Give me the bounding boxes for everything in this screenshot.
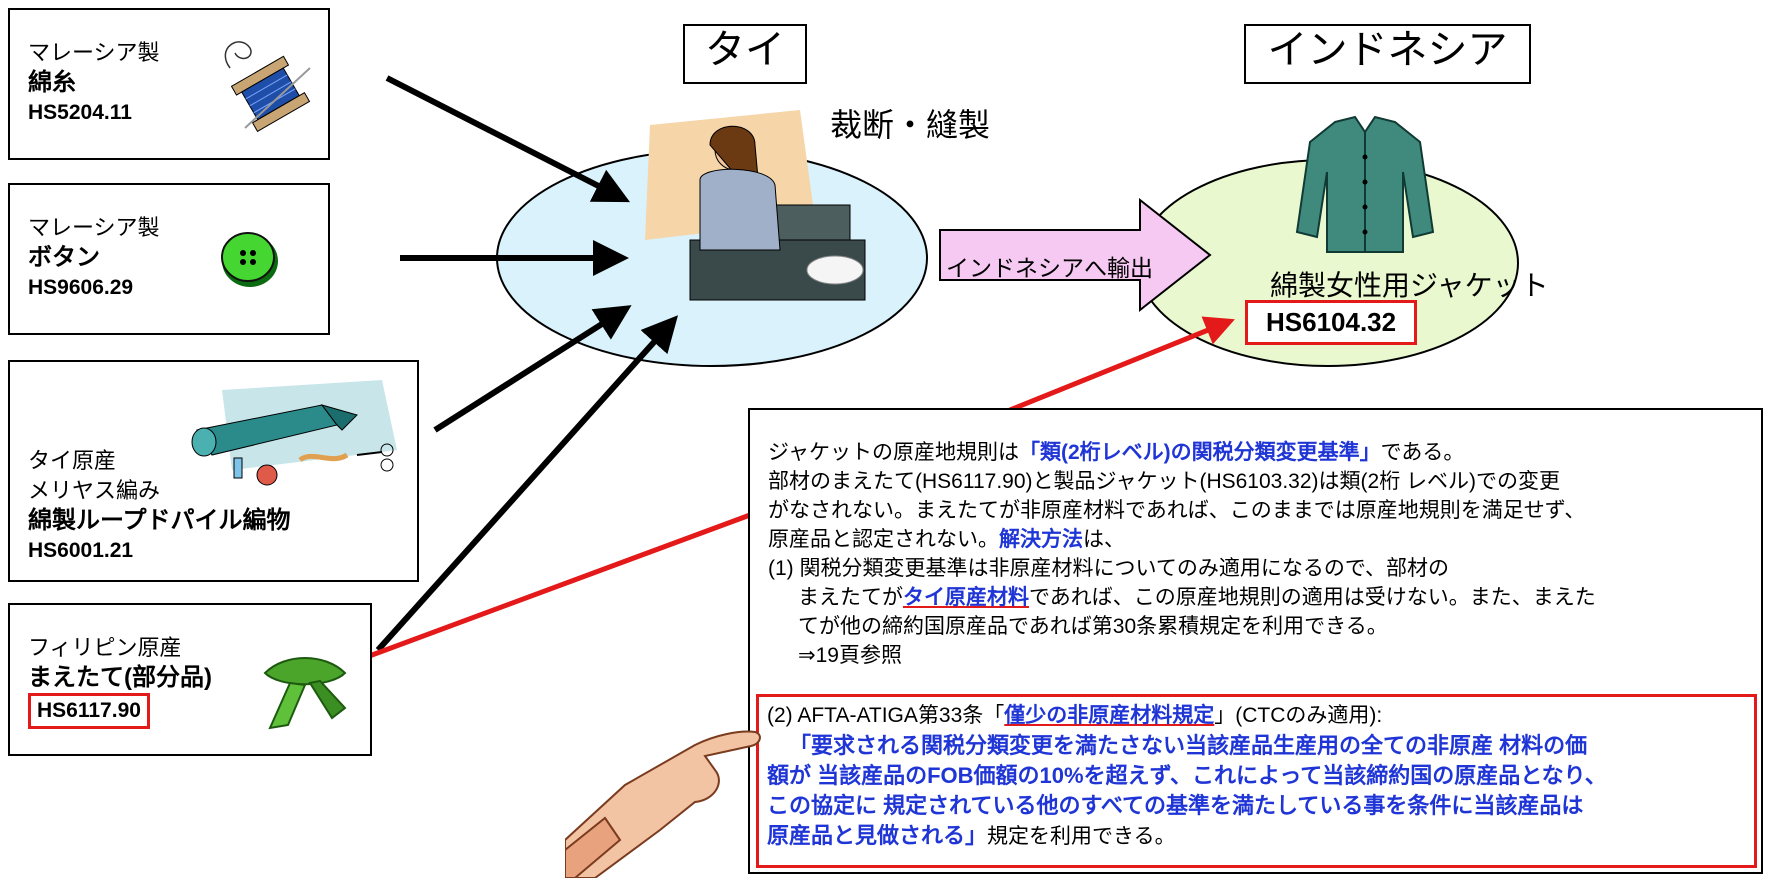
thai-material-highlight: タイ原産材料 [903, 586, 1029, 609]
solution-1-line-1: (1) 関税分類変更基準は非原産材料についてのみ適用になるので、部材の [768, 557, 1450, 580]
pointing-hand-icon [565, 730, 761, 878]
solution-1-line-3: てが他の締約国原産品であれば第30条累積規定を利用できる。 [798, 615, 1388, 638]
export-arrow [939, 197, 1212, 313]
material-name: 綿製ループドパイル編物 [28, 507, 291, 534]
material-name: ボタン [28, 244, 100, 271]
arrow-scarf [375, 315, 679, 653]
material-origin: マレーシア製 [28, 215, 160, 240]
scarf-icon [263, 657, 347, 730]
country-label-thailand: タイ [683, 24, 807, 84]
product-name: 綿製女性用ジャケット [1270, 270, 1549, 301]
material-hs-code: HS5204.11 [28, 101, 132, 124]
country-label-indonesia: インドネシア [1244, 24, 1531, 84]
arrow-fabric [433, 305, 632, 433]
seamstress-icon [645, 110, 866, 301]
rule-highlight: 「類(2桁レベル)の関税分類変更基準」 [1018, 441, 1381, 464]
de-minimis-highlight: 僅少の非原産材料規定 [1004, 704, 1215, 727]
material-hs-code: HS6001.21 [28, 539, 134, 562]
product-hs-code: HS6104.32 [1245, 300, 1418, 345]
process-label: 裁断・縫製 [830, 107, 991, 143]
jacket-icon [1295, 115, 1435, 253]
explanation-box: ジャケットの原産地規則は「類(2桁レベル)の関税分類変更基準」である。 部材のま… [748, 408, 1763, 874]
explanation-line-2: 部材のまえたて(HS6117.90)と製品ジャケット(HS6103.32)は類(… [768, 470, 1561, 493]
explanation-line-1: ジャケットの原産地規則は「類(2桁レベル)の関税分類変更基準」である。 [768, 441, 1465, 464]
material-name: 綿糸 [28, 69, 76, 96]
material-box-button: マレーシア製 ボタン HS9606.29 [8, 183, 330, 335]
solution-highlight: 解決方法 [999, 528, 1083, 551]
page-reference: ⇒19頁参照 [798, 644, 902, 667]
explanation-line-3: がなされない。まえたてが非原産材料であれば、このままでは原産地規則を満足せず、 [768, 499, 1586, 522]
solution-2-line-4: 原産品と見做される」規定を利用できる。 [767, 823, 1176, 848]
red-arrow-to-jacket-code [1009, 316, 1235, 413]
material-box-fabric: タイ原産 メリヤス編み 綿製ループドパイル編物 HS6001.21 [8, 360, 419, 582]
material-origin: フィリピン原産 [28, 635, 182, 660]
material-box-thread: マレーシア製 綿糸 HS5204.11 [8, 8, 330, 160]
material-origin: タイ原産 [28, 448, 117, 473]
material-name: まえたて(部分品) [28, 664, 212, 691]
fabric-roll-icon [191, 380, 397, 486]
button-icon [221, 232, 278, 287]
solution-2-line-3: この協定に 規定されている他のすべての基準を満たしている事を条件に当該産品は [767, 793, 1584, 818]
material-hs-code: HS6117.90 [28, 693, 150, 729]
material-origin-detail: メリヤス編み [28, 478, 161, 503]
thread-spool-icon [224, 41, 311, 133]
explanation-line-4: 原産品と認定されない。解決方法は、 [768, 528, 1125, 551]
solution-2-line-2: 額が 当該産品のFOB価額の10%を超えず、これによって当該締約国の原産品となり… [767, 763, 1607, 788]
solution-2-title: (2) AFTA-ATIGA第33条「僅少の非原産材料規定」(CTCのみ適用): [767, 704, 1383, 727]
solution-2-line-1: 「要求される関税分類変更を満たさない当該産品生産用の全ての非原産 材料の価 [789, 733, 1588, 758]
material-origin: マレーシア製 [28, 40, 160, 65]
de-minimis-box: (2) AFTA-ATIGA第33条「僅少の非原産材料規定」(CTCのみ適用):… [756, 694, 1757, 868]
arrow-thread [385, 75, 631, 203]
export-arrow-label: インドネシアへ輸出 [946, 255, 1153, 281]
material-hs-code: HS9606.29 [28, 276, 134, 299]
material-box-scarf: フィリピン原産 まえたて(部分品) HS6117.90 [8, 603, 372, 756]
solution-1-line-2: まえたてがタイ原産材料であれば、この原産地規則の適用は受けない。また、まえた [798, 586, 1596, 609]
